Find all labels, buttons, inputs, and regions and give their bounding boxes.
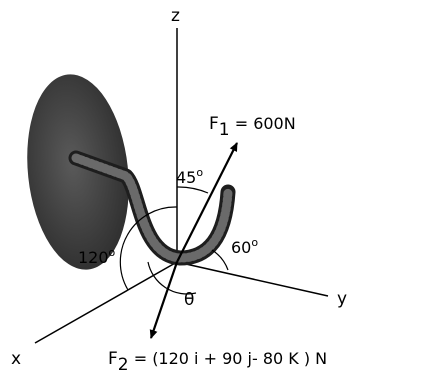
force-f2-letter: F [108,349,118,369]
angle-arc-45 [176,186,209,194]
y-axis [176,261,329,297]
force-f1-letter: F [209,114,219,134]
angle-theta-label: θ [184,290,194,310]
x-axis [34,261,178,344]
x-axis-label: x [11,349,21,369]
angle-120-degree: o [109,246,116,259]
force-f2-value: = (120 i + 90 j- 80 K ) N [129,349,328,368]
z-axis-label: z [171,6,180,26]
angle-arc-theta [147,261,197,295]
angle-120-value: 120 [78,248,109,267]
angle-45-value: 45 [176,168,196,187]
force-f2-label: F2 = (120 i + 90 j- 80 K ) N [108,349,327,375]
force-f1-subscript: 1 [219,120,230,140]
force-f1-label: F1 = 600N [209,114,296,140]
angle-60-label: 60o [231,236,258,257]
force-f1-arrow [176,142,238,263]
y-axis-label: y [337,289,347,309]
angle-arc-60 [211,249,229,271]
angle-120-label: 120o [78,246,116,267]
angle-arc-120 [119,206,178,291]
angle-60-degree: o [251,236,258,249]
force-f2-arrow [149,261,179,339]
wall-plate [27,74,129,270]
force-f1-value: = 600N [230,114,296,133]
angle-45-degree: o [196,166,203,179]
angle-60-value: 60 [231,238,251,257]
angle-45-label: 45o [176,166,203,187]
force-f2-subscript: 2 [118,355,129,375]
